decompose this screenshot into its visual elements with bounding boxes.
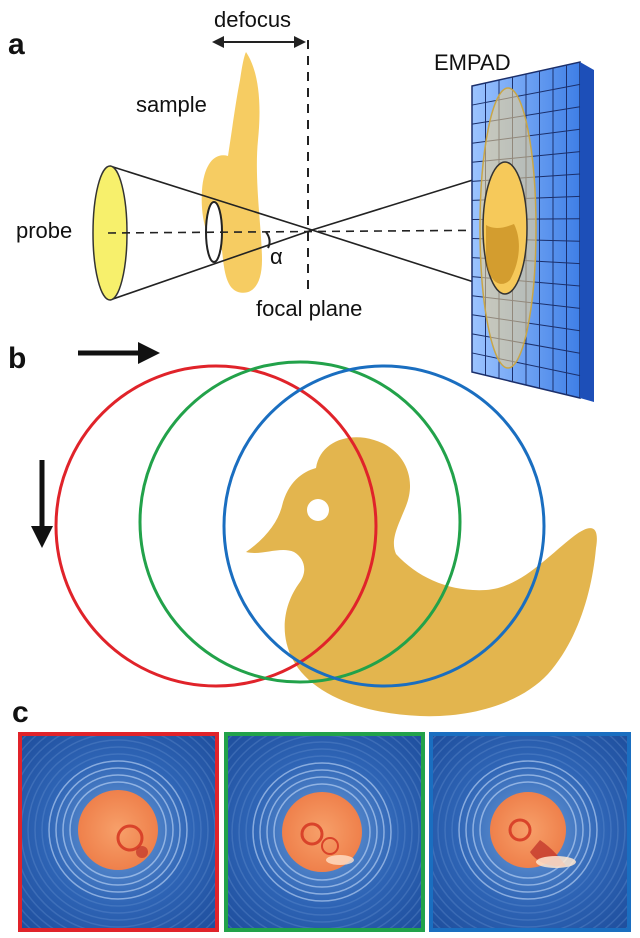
focal-plane-label: focal plane — [256, 296, 362, 321]
scan-arrowhead-vertical — [31, 526, 53, 548]
defocus-arrowhead-left — [212, 36, 224, 48]
panel-a-label: a — [8, 28, 25, 61]
probe-position-3-circle — [222, 364, 546, 688]
empad-detector — [471, 61, 594, 402]
sample-shadow — [486, 224, 519, 284]
sample-label: sample — [136, 92, 207, 117]
panel-a: a defocus sample EMPAD — [8, 7, 594, 402]
probe-position-1-circle — [54, 364, 378, 688]
probe-ray-bottom — [109, 229, 313, 301]
diffraction-pattern-1 — [22, 736, 215, 928]
defocus-label: defocus — [214, 7, 291, 32]
alpha-label: α — [270, 244, 283, 269]
diffraction-frame-3 — [429, 732, 631, 932]
alpha-arc — [265, 231, 271, 249]
probe-position-2-circle — [138, 360, 462, 684]
diffraction-frame-2 — [224, 732, 425, 932]
panel-b-label: b — [8, 342, 26, 375]
scan-arrowhead-horizontal — [138, 342, 160, 364]
panel-c: c — [12, 696, 631, 932]
panel-c-label: c — [12, 696, 29, 729]
diffraction-pattern-3 — [433, 736, 627, 928]
diffraction-pattern-2 — [228, 736, 421, 928]
panel-b: b — [8, 342, 597, 717]
probe-label: probe — [16, 218, 72, 243]
rubber-duck — [246, 437, 597, 717]
diffraction-frame-1 — [18, 732, 219, 932]
optical-axis — [107, 229, 521, 234]
duck-eye — [307, 499, 329, 521]
defocus-arrowhead-right — [294, 36, 306, 48]
probe-ray-top — [109, 165, 313, 231]
empad-label: EMPAD — [434, 50, 511, 75]
